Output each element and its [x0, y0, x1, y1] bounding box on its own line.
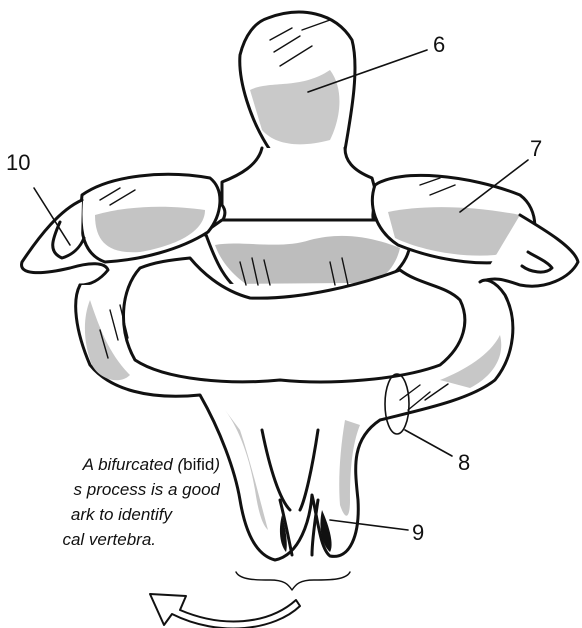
leader-8	[405, 430, 452, 456]
caption-line-1: A bifurcated (bifid)	[0, 452, 220, 477]
label-8: 8	[458, 452, 470, 474]
caption-text: )	[214, 455, 220, 474]
label-9: 9	[412, 522, 424, 544]
caption-text: A bifurcated (	[83, 455, 183, 474]
label-7: 7	[530, 138, 542, 160]
brace	[236, 572, 350, 590]
label-10: 10	[6, 152, 30, 174]
label-6: 6	[433, 34, 445, 56]
caption-line-4: cal vertebra.	[0, 527, 220, 552]
caption: A bifurcated (bifid) s process is a good…	[0, 452, 220, 552]
caption-bifid: bifid	[183, 455, 214, 474]
caption-line-2: s process is a good	[0, 477, 220, 502]
caption-line-3: ark to identify	[0, 502, 220, 527]
curved-arrow-icon	[150, 594, 300, 628]
